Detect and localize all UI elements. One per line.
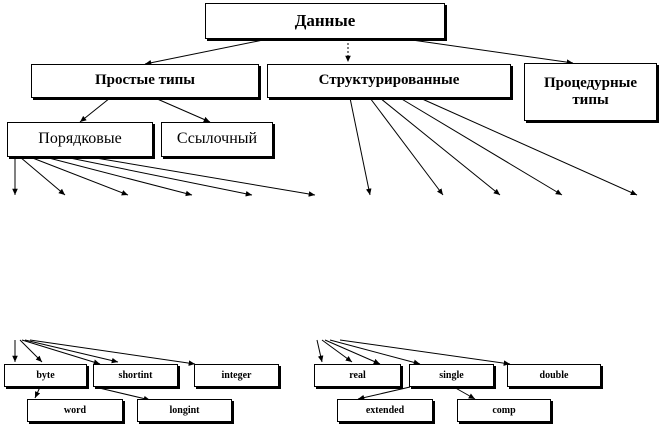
node-single: single (409, 364, 494, 387)
node-extended: extended (337, 399, 433, 422)
connector-arrow (451, 385, 476, 400)
connector-arrow (399, 97, 563, 196)
node-real: real (314, 364, 401, 387)
node-longint: longint (137, 399, 232, 422)
connector-arrow (19, 156, 66, 196)
connector-arrow (144, 38, 269, 66)
connector-arrow (357, 386, 411, 401)
connector-arrow (419, 97, 638, 196)
node-structured: Структурированные (267, 64, 511, 98)
connector-arrow (64, 156, 253, 197)
node-word: word (27, 399, 123, 422)
node-root: Данные (205, 3, 445, 39)
connector-arrow (324, 339, 381, 365)
connector-arrow (321, 339, 353, 363)
connector-arrow (94, 386, 151, 402)
node-simple-types: Простые типы (31, 64, 259, 98)
connector-arrow (29, 339, 196, 366)
connector-arrow (369, 97, 444, 196)
node-ordinal: Порядковые (7, 122, 153, 157)
connector-arrow (404, 38, 574, 65)
connector-arrow (34, 386, 41, 399)
connector-arrow (29, 156, 129, 196)
node-integer: integer (194, 364, 279, 387)
connector-arrow (24, 339, 119, 364)
connector-arrow (329, 339, 421, 366)
node-byte: byte (4, 364, 87, 387)
node-double: double (507, 364, 601, 387)
node-shortint: shortint (93, 364, 178, 387)
connector-arrow (339, 339, 511, 366)
connector-arrow (349, 97, 372, 196)
connector-arrow (379, 97, 501, 196)
node-comp: comp (457, 399, 551, 422)
node-procedural-types: Процедурные типы (524, 63, 657, 121)
connector-arrow (154, 97, 211, 123)
connector-arrow (316, 339, 324, 363)
connector-arrow (19, 339, 43, 363)
connector-arrow (89, 156, 316, 197)
connector-arrow (79, 97, 111, 123)
node-reference: Ссылочный (161, 122, 273, 157)
connector-arrow (44, 156, 193, 197)
connector-arrow (21, 339, 101, 365)
